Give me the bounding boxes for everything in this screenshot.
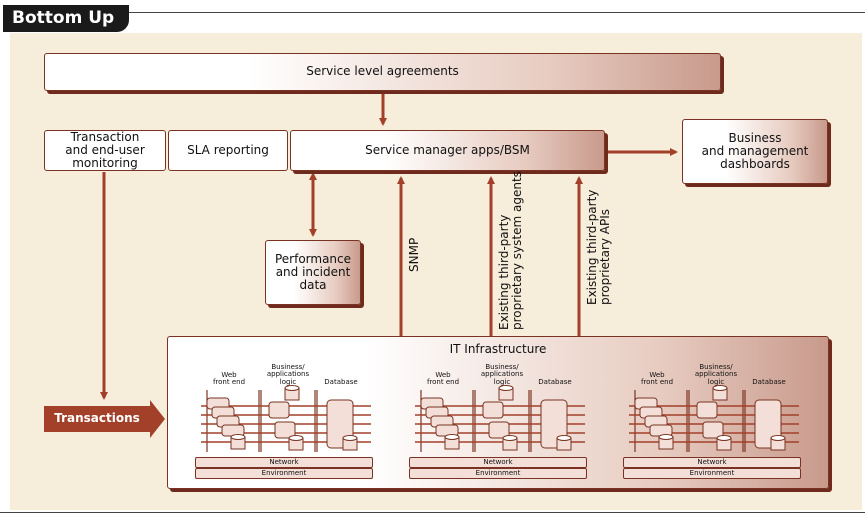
web-front-end-label: Web front end (212, 371, 246, 387)
transactions-label: Transactions (54, 411, 140, 425)
transactions-arrow (44, 400, 165, 438)
service-manager-box: Service manager apps/BSM (290, 130, 605, 171)
network-bar: Network (195, 457, 373, 468)
sla-agreements-box: Service level agreements (44, 53, 721, 91)
title-rule (129, 12, 865, 13)
business-dashboards-box: Business and management dashboards (682, 119, 828, 184)
stack-graphic (629, 385, 799, 452)
business-logic-label: Business/ applications logic (480, 363, 524, 386)
sla-reporting-label: SLA reporting (187, 142, 269, 157)
bottom-rule (0, 512, 865, 513)
performance-data-box: Performance and incident data (265, 240, 361, 305)
apis-label: Existing third-party proprietary APIs (585, 189, 612, 305)
performance-data-label: Performance and incident data (274, 251, 352, 293)
database-label: Database (324, 378, 358, 386)
database-label: Database (538, 378, 572, 386)
infra-stack: Web front end Business/ applications logi… (623, 362, 803, 482)
web-front-end-label: Web front end (640, 371, 674, 387)
transaction-monitoring-label: Transaction and end-user monitoring (65, 129, 145, 171)
infra-stack: Web front end Business/ applications logi… (409, 362, 589, 482)
sla-agreements-label: Service level agreements (306, 64, 459, 79)
transaction-monitoring-box: Transaction and end-user monitoring (44, 130, 166, 171)
environment-bar: Environment (409, 468, 587, 479)
web-front-end-label: Web front end (426, 371, 460, 387)
infra-stack: Web front end Business/ applications logi… (195, 362, 375, 482)
network-bar: Network (623, 457, 801, 468)
database-label: Database (752, 378, 786, 386)
environment-bar: Environment (195, 468, 373, 479)
stack-graphic (415, 385, 585, 452)
stack-graphic (201, 385, 371, 452)
business-logic-label: Business/ applications logic (694, 363, 738, 386)
agents-label: Existing third-party proprietary system … (497, 171, 524, 330)
service-manager-label: Service manager apps/BSM (365, 142, 530, 157)
sla-reporting-box: SLA reporting (168, 130, 288, 171)
network-bar: Network (409, 457, 587, 468)
business-dashboards-label: Business and management dashboards (701, 130, 809, 172)
snmp-label: SNMP (407, 237, 421, 272)
diagram-title: Bottom Up (3, 5, 129, 32)
it-infrastructure-label: IT Infrastructure (449, 342, 547, 356)
business-logic-label: Business/ applications logic (266, 363, 310, 386)
environment-bar: Environment (623, 468, 801, 479)
